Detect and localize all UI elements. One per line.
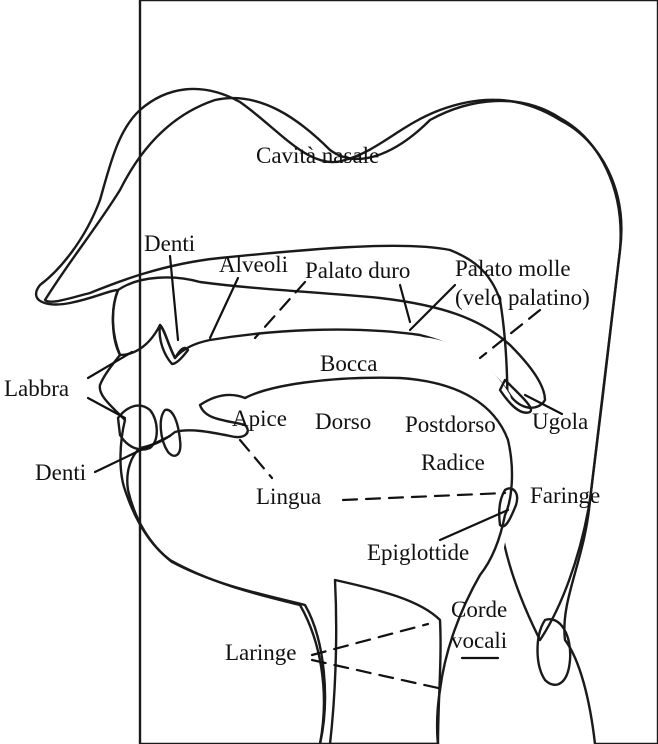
pointer-tongue-root — [343, 493, 505, 500]
label-alveoli: Alveoli — [219, 252, 288, 277]
label-pharynx: Faringe — [530, 483, 600, 508]
label-uvula: Ugola — [532, 409, 588, 434]
label-soft-palate-2: (velo palatino) — [455, 285, 590, 310]
pointer-larynx-1 — [312, 624, 428, 655]
label-root: Radice — [421, 450, 485, 475]
label-vocal-cords-2: vocali — [451, 628, 507, 653]
label-teeth-lower: Denti — [35, 460, 86, 485]
label-vocal-cords-1: Corde — [451, 597, 507, 622]
label-apex: Apice — [232, 406, 287, 431]
larynx-region — [330, 580, 441, 744]
pointer-lips-upper — [88, 352, 132, 378]
label-postdorsum: Postdorso — [405, 412, 496, 437]
pointer-tongue-apex — [240, 440, 272, 478]
vocal-cords-shape — [538, 619, 571, 685]
label-epiglottis: Epiglottide — [367, 540, 469, 565]
pointer-soft-palate-dash — [480, 310, 540, 358]
label-dorsum: Dorso — [315, 409, 371, 434]
pointer-larynx-2 — [312, 660, 438, 688]
pointer-soft-palate-top — [400, 285, 410, 322]
label-teeth-upper: Denti — [144, 231, 195, 256]
pointer-teeth-lower — [95, 436, 170, 472]
label-mouth: Bocca — [320, 351, 377, 376]
label-hard-palate: Palato duro — [305, 258, 410, 283]
label-lips: Labbra — [4, 376, 69, 401]
label-larynx: Laringe — [225, 640, 297, 665]
label-nasal-cavity: Cavità nasale — [256, 143, 379, 168]
pointer-teeth-upper — [170, 256, 178, 340]
lower-teeth-shape — [161, 410, 181, 456]
pointer-soft-palate — [410, 285, 455, 330]
label-tongue: Lingua — [256, 484, 321, 509]
label-soft-palate-1: Palato molle — [455, 256, 571, 281]
pointer-alveoli — [210, 278, 238, 338]
